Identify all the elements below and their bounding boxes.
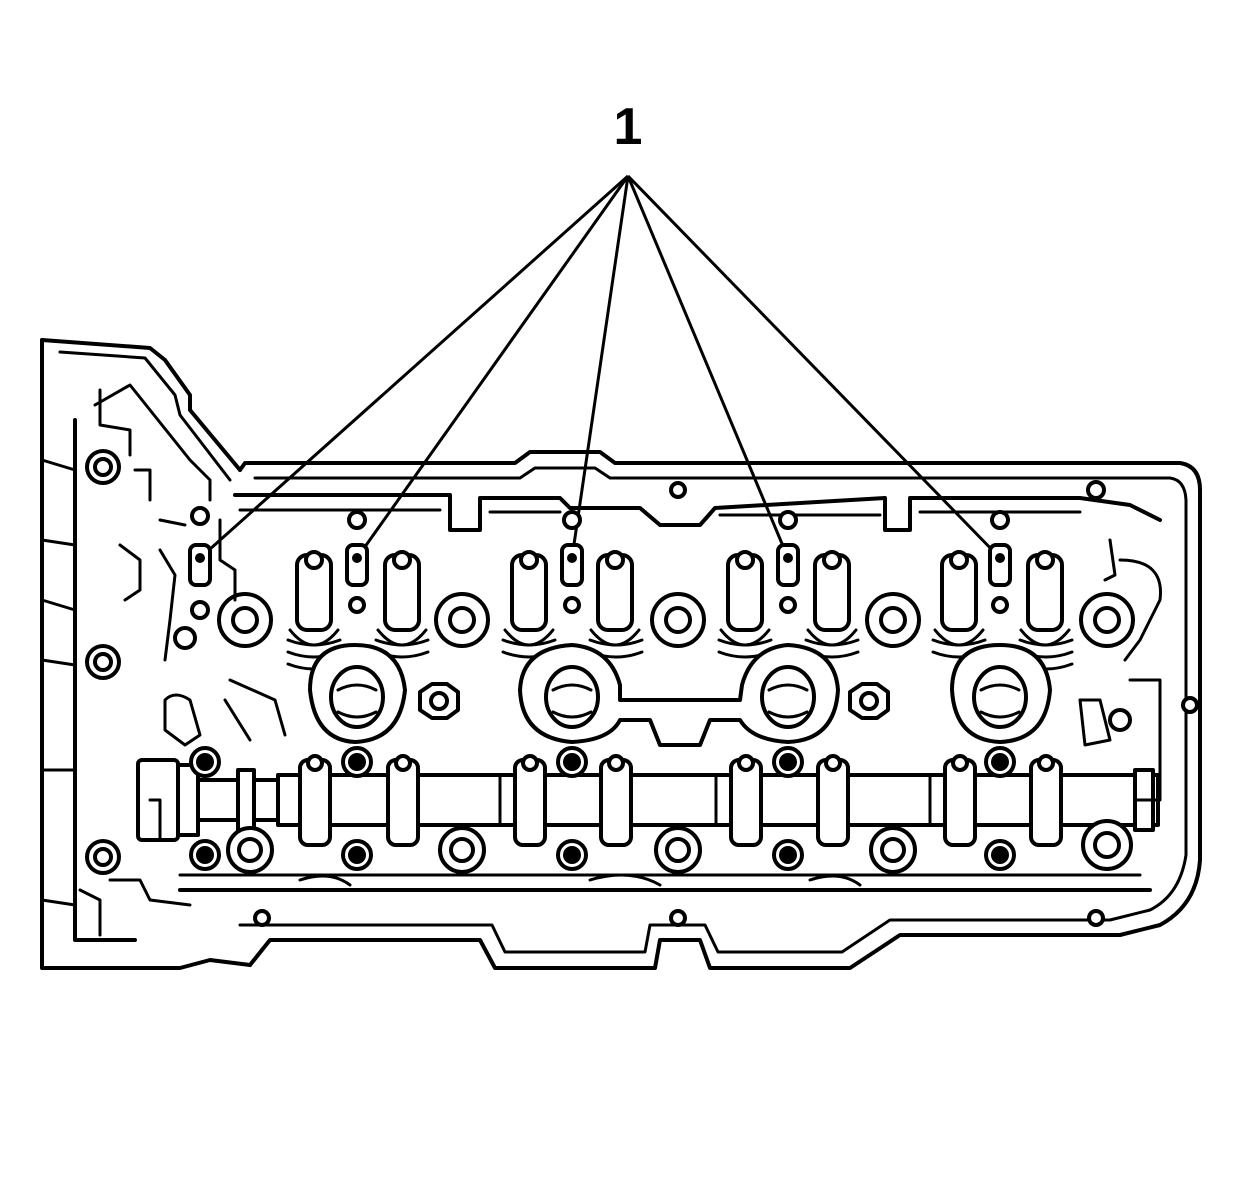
housing-bolts [85, 449, 1132, 875]
end-housing [40, 338, 252, 970]
upper-cap-bolts [173, 592, 1135, 650]
coil-brackets [308, 643, 1052, 747]
bolt-4 [776, 510, 800, 614]
lower-rail [178, 696, 1199, 927]
callout-leader-lines [199, 174, 1002, 560]
cylinder-head-gasket [238, 450, 1202, 970]
bolt-1 [188, 506, 212, 620]
lifter-pair-1 [288, 550, 428, 647]
bolt-3 [560, 510, 584, 614]
lifter-pair-2 [503, 550, 641, 647]
lower-rocker-caps [298, 754, 1063, 847]
lifter-pair-3 [719, 550, 858, 647]
upper-rail [233, 480, 1162, 532]
bolt-5 [988, 510, 1012, 614]
cylinder-head-bolts [188, 506, 1012, 620]
bolt-2 [345, 510, 369, 614]
casting-details [133, 468, 1162, 887]
lower-cap-bolts [189, 746, 1016, 871]
callout-label-1: 1 [614, 98, 643, 156]
lower-large-bolts [226, 819, 1133, 874]
